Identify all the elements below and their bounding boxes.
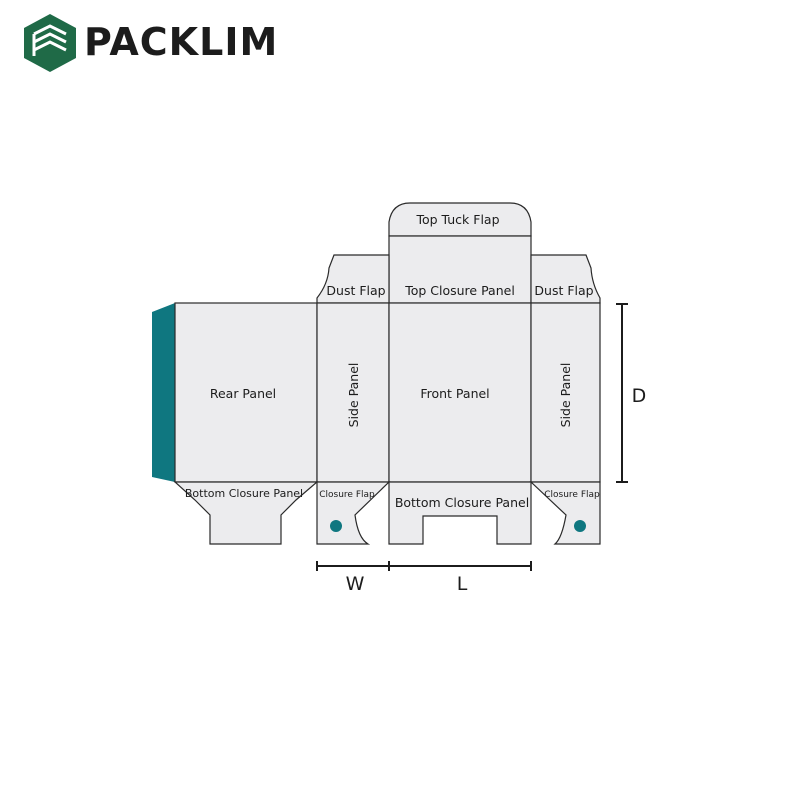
bottom-closure-panel-left	[173, 481, 319, 545]
side-panel-left	[316, 302, 390, 483]
top-tuck-flap-label: Top Tuck Flap	[415, 212, 499, 227]
length-label: L	[457, 573, 468, 595]
depth-dimension	[616, 303, 628, 483]
dust-flap-left-label: Dust Flap	[326, 283, 385, 298]
closure-flap-left-hole	[330, 520, 342, 532]
closure-flap-left-label: Closure Flap	[319, 490, 375, 500]
top-closure-panel-label: Top Closure Panel	[404, 283, 515, 298]
top-tuck-flap	[388, 202, 532, 237]
dust-flap-right	[530, 254, 601, 304]
dust-flap-right-label: Dust Flap	[534, 283, 593, 298]
side-panel-right	[530, 302, 601, 483]
width-label: W	[346, 573, 365, 595]
closure-flap-right-hole	[574, 520, 586, 532]
bottom-closure-panel-center-label: Bottom Closure Panel	[395, 495, 529, 510]
front-panel	[388, 302, 532, 483]
width-length-dimension	[316, 561, 532, 571]
rear-panel	[174, 302, 318, 483]
dust-flap-left	[316, 254, 390, 304]
packlim-logo: PACKLIM	[20, 12, 280, 74]
closure-flap-right-label: Closure Flap	[544, 490, 600, 500]
glue-flap	[152, 303, 175, 482]
bottom-closure-panel-center	[388, 481, 532, 545]
depth-label: D	[632, 385, 647, 407]
side-panel-left-label: Side Panel	[346, 363, 361, 428]
rear-panel-label: Rear Panel	[210, 386, 276, 401]
brand-name: PACKLIM	[84, 20, 279, 64]
front-panel-label: Front Panel	[420, 386, 489, 401]
hexagon-logo-icon	[24, 14, 76, 72]
bottom-closure-panel-left-label: Bottom Closure Panel	[185, 487, 303, 500]
side-panel-right-label: Side Panel	[558, 363, 573, 428]
